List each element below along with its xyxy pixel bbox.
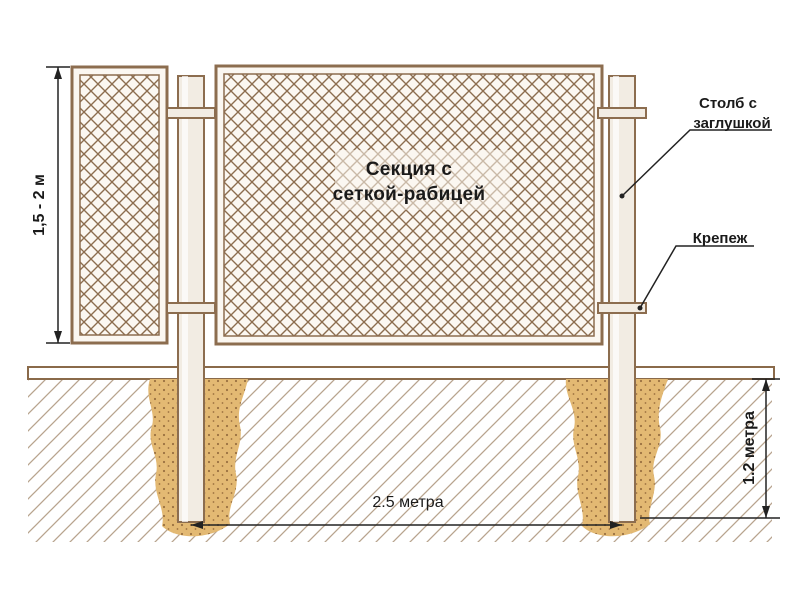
right-post-bracket-bottom (597, 302, 647, 314)
section-label-line1: Секция с (366, 159, 453, 180)
post-callout-line (621, 129, 772, 197)
span-label: 2.5 метра (372, 494, 443, 511)
span-dimension (191, 521, 622, 529)
height-dimension (46, 66, 70, 344)
main-mesh-section (214, 64, 604, 346)
post-label-line1: Столб с (699, 95, 757, 112)
left-mesh-section (70, 65, 169, 345)
left-post (166, 75, 216, 523)
ground-surface (27, 366, 775, 380)
left-post-bracket-bottom (166, 302, 216, 314)
left-post-bracket-top (166, 107, 216, 119)
post-label-line2: заглушкой (693, 115, 770, 132)
height-label: 1,5 - 2 м (31, 174, 48, 236)
right-post (597, 75, 647, 523)
section-label-line2: сеткой-рабицей (333, 184, 486, 205)
depth-label: 1.2 метра (741, 411, 758, 485)
fastener-callout-line (639, 245, 754, 309)
fastener-label: Крепеж (693, 230, 748, 247)
right-post-bracket-top (597, 107, 647, 119)
depth-dimension (640, 378, 780, 519)
